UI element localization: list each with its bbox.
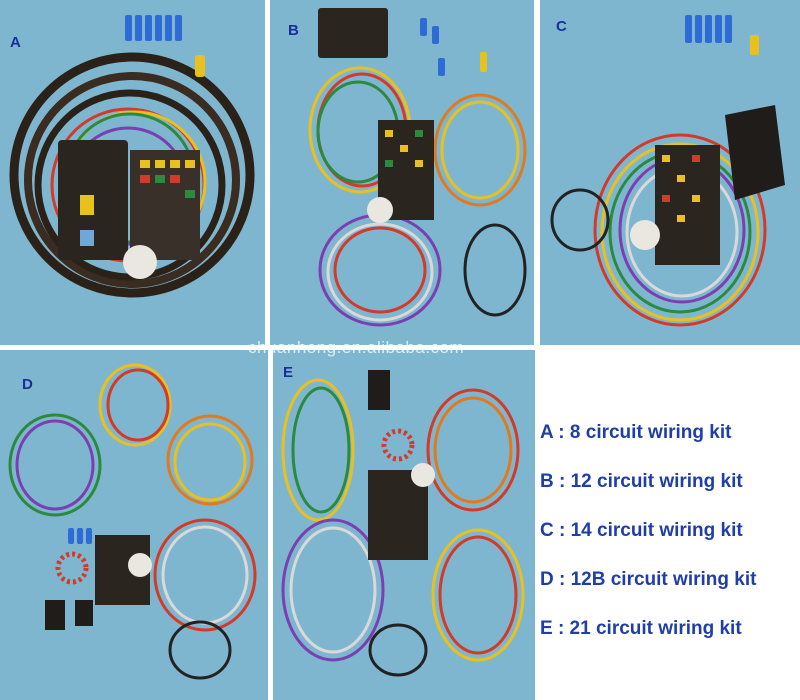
panel-label-e: E bbox=[283, 364, 294, 381]
panel-label-a: A bbox=[10, 34, 21, 51]
wiring-kit-photo-d bbox=[8, 363, 257, 680]
kit-legend: A : 8 circuit wiring kit B : 12 circuit … bbox=[540, 418, 798, 663]
photo-panel-a: A bbox=[0, 0, 265, 345]
panel-label-d: D bbox=[22, 376, 33, 393]
wiring-kit-photo-b bbox=[308, 8, 527, 327]
wiring-kit-photo-c bbox=[550, 15, 785, 327]
legend-item-d: D : 12B circuit wiring kit bbox=[540, 569, 757, 590]
photo-panel-c: C bbox=[540, 0, 800, 345]
wiring-kit-photo-a bbox=[9, 15, 255, 298]
photo-panel-b: B bbox=[270, 0, 534, 345]
panel-label-c: C bbox=[556, 18, 567, 35]
legend-item-e: E : 21 circuit wiring kit bbox=[540, 618, 742, 639]
panel-label-b: B bbox=[288, 22, 299, 39]
legend-item-b: B : 12 circuit wiring kit bbox=[540, 471, 743, 492]
photo-panel-e: E bbox=[273, 350, 535, 700]
wiring-kit-photo-e bbox=[281, 370, 525, 677]
legend-item-c: C : 14 circuit wiring kit bbox=[540, 520, 743, 541]
legend-item-a: A : 8 circuit wiring kit bbox=[540, 422, 732, 443]
photo-panel-d: D bbox=[0, 350, 268, 700]
